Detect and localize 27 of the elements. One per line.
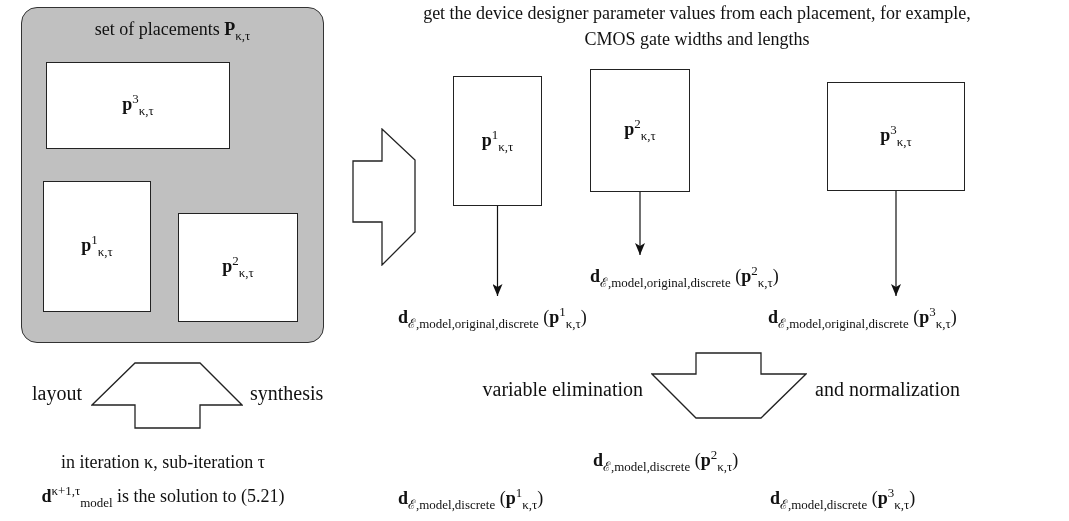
note-text: in iteration κ, sub-iteration τ [61,451,265,474]
header-note: get the device designer parameter values from each placement, for example, CMOS gate widths and lengths [422,2,972,51]
block-arrow [651,352,807,419]
block-arrow [91,362,243,429]
side-label: layout [32,381,82,406]
formula-label: d$_{ℰ,model,discrete}$ (p$^{2}$$_{κ,τ}$) [593,446,739,476]
placement-box [453,76,542,206]
placement-box [590,69,690,192]
placement-box [43,181,151,312]
arrow [492,205,503,297]
group-panel [21,7,324,343]
formula-label: d$_{ℰ,model,original,discrete}$ (p$^{2}$$_{κ,τ}$) [590,262,779,292]
placement-box [46,62,230,149]
formula-label: d$_{ℰ,model,discrete}$ (p$^{3}$$_{κ,τ}$) [770,484,916,514]
formula-label: d$_{ℰ,model,discrete}$ (p$^{1}$$_{κ,τ}$) [398,484,544,514]
arrow [891,190,901,297]
note-text: d$^{κ+1,τ}$$_{model}$ is the solution to (5.21) [41,482,285,512]
formula-label: d$_{ℰ,model,original,discrete}$ (p$^{3}$$_{κ,τ}$) [768,303,957,333]
block-arrow [352,128,416,266]
placement-box [178,213,298,322]
side-label: variable elimination [482,377,643,402]
arrow [635,191,645,256]
panel-heading: set of placements P$_{κ,τ}$ [93,19,252,44]
side-label: synthesis [250,381,324,406]
placement-box [827,82,965,191]
side-label: and normalization [815,377,960,402]
formula-label: d$_{ℰ,model,original,discrete}$ (p$^{1}$$_{κ,τ}$) [398,303,587,333]
